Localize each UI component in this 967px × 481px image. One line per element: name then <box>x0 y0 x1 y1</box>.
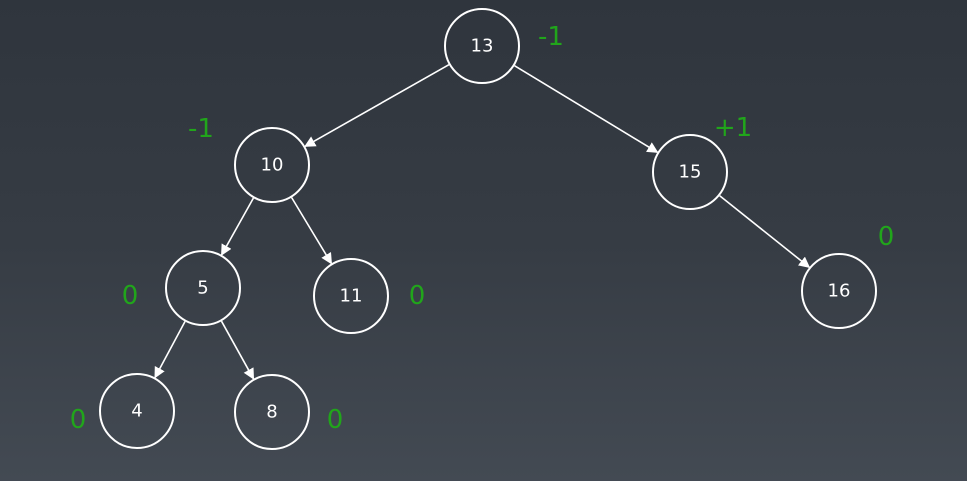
tree-node-10: 10 <box>234 127 310 203</box>
tree-node-15: 15 <box>652 134 728 210</box>
balance-factor-10: -1 <box>188 114 214 144</box>
node-circle <box>99 373 175 449</box>
edge-5-to-8 <box>220 320 255 380</box>
edges-layer <box>154 64 811 380</box>
tree-node-13: 13 <box>444 8 520 84</box>
edge-13-to-15 <box>514 65 659 153</box>
balance-factor-8: 0 <box>327 405 344 435</box>
node-circle <box>165 250 241 326</box>
node-value: 5 <box>197 278 208 299</box>
node-circle <box>234 127 310 203</box>
node-value: 13 <box>471 36 494 57</box>
tree-node-16: 16 <box>801 253 877 329</box>
node-circle <box>801 253 877 329</box>
node-value: 10 <box>261 155 284 176</box>
node-value: 4 <box>131 401 142 422</box>
edge-10-to-11 <box>290 197 333 265</box>
balance-factor-11: 0 <box>409 281 426 311</box>
tree-node-8: 8 <box>234 374 310 450</box>
node-value: 15 <box>679 162 702 183</box>
tree-node-4: 4 <box>99 373 175 449</box>
nodes-layer: 13 10 15 5 11 16 4 8 <box>99 8 877 450</box>
node-circle <box>444 8 520 84</box>
edge-13-to-10 <box>304 64 450 147</box>
balance-factor-13: -1 <box>538 22 564 52</box>
balance-factor-15: +1 <box>714 113 752 143</box>
tree-node-5: 5 <box>165 250 241 326</box>
balance-factor-16: 0 <box>878 222 895 252</box>
edge-5-to-4 <box>154 321 186 379</box>
node-circle <box>234 374 310 450</box>
tree-node-11: 11 <box>313 258 389 334</box>
edge-15-to-16 <box>719 195 811 268</box>
balance-factors-layer: -1 -1 +1 0 0 0 0 0 <box>70 22 895 435</box>
node-value: 11 <box>340 286 363 307</box>
node-value: 8 <box>266 402 277 423</box>
edge-10-to-5 <box>220 197 255 256</box>
balance-factor-4: 0 <box>70 405 87 435</box>
node-value: 16 <box>828 281 851 302</box>
node-circle <box>313 258 389 334</box>
node-circle <box>652 134 728 210</box>
balance-factor-5: 0 <box>122 281 139 311</box>
